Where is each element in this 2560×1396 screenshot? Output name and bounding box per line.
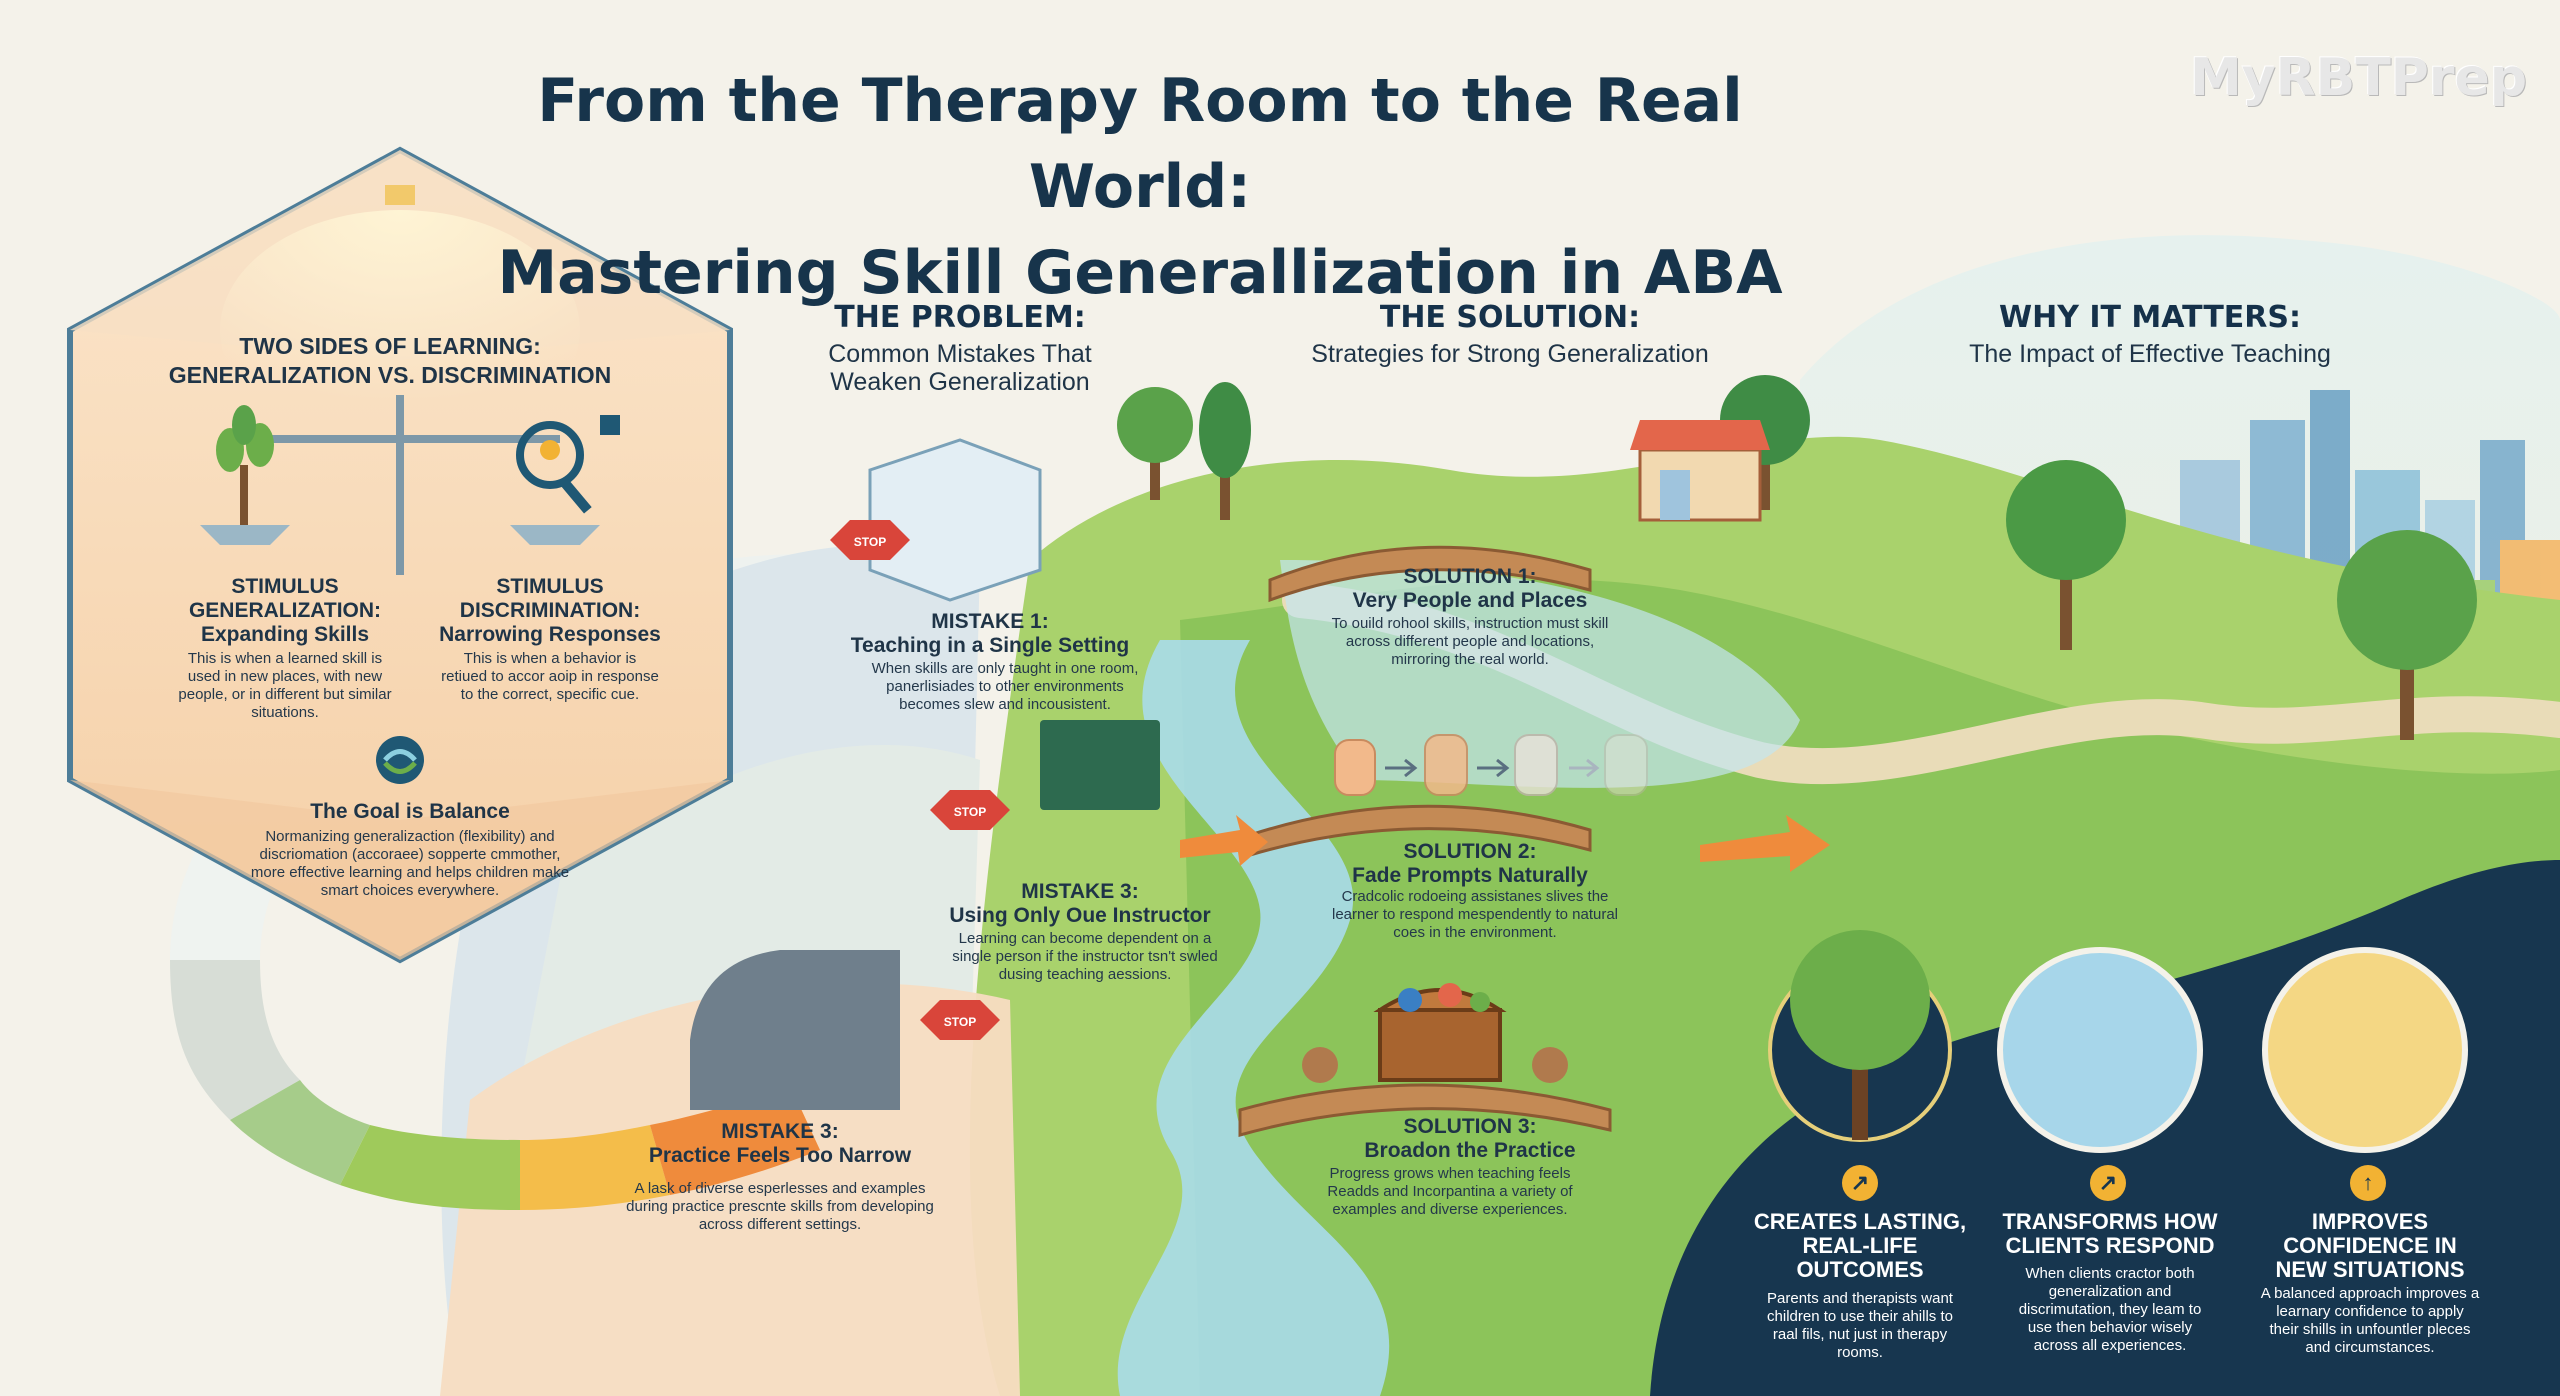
stop-sign-1: STOP [830, 520, 910, 570]
generalization-heading-line-3: Expanding Skills [200, 623, 370, 646]
solution-3-heading: SOLUTION 3: Broadon the Practice [1320, 1115, 1620, 1163]
mistake-1-heading: MISTAKE 1: Teaching in a Single Setting [800, 610, 1180, 658]
brand-logo: MyRBTPrep [2190, 48, 2528, 108]
stop-sign-icon: STOP [830, 520, 910, 560]
why-2-heading-line-1: TRANSFORMS HOW [2002, 1209, 2218, 1234]
why-2-heading-line-2: CLIENTS RESPOND [2005, 1233, 2215, 1258]
generalization-heading-line-1: STIMULUS [231, 575, 339, 598]
flow-arrows [1180, 815, 1830, 872]
mistake-2-label: MISTAKE 3: [1021, 880, 1139, 903]
mistake-1-label: MISTAKE 1: [931, 610, 1049, 633]
solution-2-heading: SOLUTION 2: Fade Prompts Naturally [1320, 840, 1620, 888]
solution-2-text: Cradcolic rodoeing assistanes slives the… [1331, 888, 1618, 941]
hand-fading-icon [1334, 734, 1648, 796]
solution-title: THE SOLUTION: [1379, 300, 1641, 335]
solution-1-text: To ouild rohool skills, instruction must… [1331, 615, 1609, 668]
generalization-heading: STIMULUS GENERALIZATION: Expanding Skill… [170, 575, 400, 647]
colored-arc [170, 960, 820, 1210]
why-1-heading-line-3: OUTCOMES [1796, 1257, 1924, 1282]
discrimination-text: This is when a behavior is retiued to ac… [441, 650, 659, 703]
mistake-3-title: Practice Feels Too Narrow [648, 1144, 912, 1167]
mistake-1-title: Teaching in a Single Setting [850, 634, 1130, 657]
generalization-text: This is when a learned skill is used in … [178, 650, 392, 721]
balance-swirl-icon [376, 736, 424, 784]
solution-subtitle: Strategies for Strong Generalization [1311, 340, 1709, 368]
solution-3-title: Broadon the Practice [1364, 1139, 1576, 1162]
why-3-heading: IMPROVES CONFIDENCE IN NEW SITUATIONS [2250, 1210, 2490, 1282]
stop-sign-icon: STOP [930, 790, 1010, 830]
mistake-3-label: MISTAKE 3: [721, 1120, 839, 1143]
discrimination-heading-line-1: STIMULUS [496, 575, 604, 598]
arrow-up-right-icon: ↗ [2090, 1165, 2126, 1201]
why-title: WHY IT MATTERS: [1999, 300, 2301, 335]
solution-1-heading: SOLUTION 1: Very People and Places [1320, 565, 1620, 613]
trees [1117, 375, 2477, 740]
mistake-1-text: When skills are only taught in one room,… [871, 660, 1139, 713]
arrow-up-right-icon: ↗ [1842, 1165, 1878, 1201]
problem-subtitle: Common Mistakes That Weaken Generalizati… [780, 340, 1140, 396]
mistake-scenes [690, 438, 1160, 1110]
generalization-heading-line-2: GENERALIZATION: [188, 599, 382, 622]
solution-1-label: SOLUTION 1: [1403, 565, 1537, 588]
treasure-chest-icon [1302, 983, 1568, 1083]
why-1-heading-line-1: CREATES LASTING, [1753, 1209, 1967, 1234]
solution-3-text: Progress grows when teaching feels Readd… [1327, 1165, 1573, 1218]
page-title-line-2: Mastering Skill Generallization in ABA [497, 238, 1783, 308]
arrow-up-icon: ↑ [2350, 1165, 2386, 1201]
why-2-text: When clients cractor both generalization… [2018, 1265, 2202, 1354]
mistake-2-title: Using Only Oue Instructor [949, 904, 1211, 927]
mistake-3-text: A lask of diverse esperlesses and exampl… [626, 1180, 934, 1233]
why-circles [1768, 930, 2468, 1153]
solution-3-label: SOLUTION 3: [1403, 1115, 1537, 1138]
discrimination-heading-line-3: Narrowing Responses [439, 623, 661, 646]
goal-text: Normanizing generalizaction (flexibility… [250, 828, 570, 899]
discrimination-heading: STIMULUS DISCRIMINATION: Narrowing Respo… [430, 575, 670, 647]
why-3-heading-line-1: IMPROVES [2311, 1209, 2429, 1234]
why-subtitle: The Impact of Effective Teaching [1969, 340, 2331, 368]
why-3-text: A balanced approach improves a learnary … [2260, 1285, 2480, 1356]
problem-title: THE PROBLEM: [834, 300, 1086, 335]
why-1-heading: CREATES LASTING, REAL-LIFE OUTCOMES [1740, 1210, 1980, 1282]
goal-heading: The Goal is Balance [310, 800, 510, 823]
problem-subtitle-line-1: Common Mistakes That [828, 340, 1092, 368]
solution-2-title: Fade Prompts Naturally [1352, 864, 1588, 887]
storefront [1630, 420, 1770, 522]
tree-icon [216, 405, 274, 525]
bridges [1238, 545, 1612, 1137]
solution-2-label: SOLUTION 2: [1403, 840, 1537, 863]
why-1-heading-line-2: REAL-LIFE [1802, 1233, 1918, 1258]
why-3-heading-line-3: NEW SITUATIONS [2275, 1257, 2465, 1282]
why-2-heading: TRANSFORMS HOW CLIENTS RESPOND [1990, 1210, 2230, 1258]
why-1-text: Parents and therapists want children to … [1767, 1290, 1953, 1361]
stop-sign-label-1: STOP [854, 535, 886, 549]
balance-scale-icon [200, 395, 620, 575]
learning-title-line-2: GENERALIZATION VS. DISCRIMINATION [168, 362, 612, 388]
problem-subtitle-line-2: Weaken Generalization [830, 368, 1090, 396]
page-title-line-1: From the Therapy Room to the Real World: [537, 66, 1743, 222]
stop-sign-label-3: STOP [944, 1015, 976, 1029]
mistake-2-heading: MISTAKE 3: Using Only Oue Instructor [920, 880, 1240, 928]
why-3-heading-line-2: CONFIDENCE IN [2283, 1233, 2457, 1258]
page-title: From the Therapy Room to the Real World:… [420, 58, 1860, 316]
learning-section-title: TWO SIDES OF LEARNING: GENERALIZATION VS… [140, 332, 640, 390]
magnifying-glass-icon [516, 415, 620, 514]
discrimination-heading-line-2: DISCRIMINATION: [459, 599, 641, 622]
stop-sign-label-2: STOP [954, 805, 986, 819]
mistake-3-heading: MISTAKE 3: Practice Feels Too Narrow [620, 1120, 940, 1168]
stop-sign-3: STOP [920, 1000, 1000, 1050]
learning-title-line-1: TWO SIDES OF LEARNING: [239, 333, 541, 359]
stop-sign-2: STOP [930, 790, 1010, 840]
mistake-2-text: Learning can become dependent on a singl… [952, 930, 1218, 983]
solution-1-title: Very People and Places [1352, 589, 1588, 612]
stop-sign-icon: STOP [920, 1000, 1000, 1040]
